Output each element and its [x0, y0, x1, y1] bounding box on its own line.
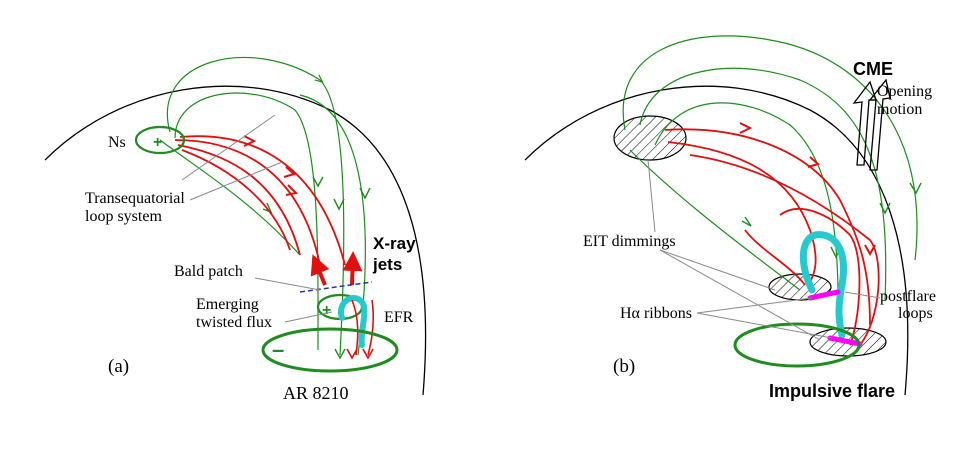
ar-label: AR 8210: [283, 383, 349, 403]
ns-label: Ns: [108, 134, 126, 151]
leader-lines-a: [181, 114, 333, 323]
emerging-label: Emerging: [196, 296, 259, 313]
ar-ellipse-b: [733, 322, 861, 368]
cme-label: CME: [853, 59, 893, 79]
solar-limb-a: [44, 85, 427, 396]
bald-patch-label: Bald patch: [174, 263, 243, 280]
solar-limb-b: [524, 85, 909, 396]
cme-arrows: [852, 78, 891, 171]
xray-jet-arrows: [310, 251, 363, 286]
efr-polarity: +: [322, 302, 331, 319]
loop-system-label: loop system: [85, 208, 162, 225]
panel-a-label: (a): [108, 356, 129, 377]
panel-a: + – + Ns Transequatorial loop system Bal…: [44, 56, 427, 403]
reconnected-loops-a: [174, 135, 346, 266]
efr-label: EFR: [384, 309, 414, 326]
twisted-flux-label: twisted flux: [196, 314, 272, 331]
ar-polarity: –: [272, 337, 284, 362]
opening-label: Opening: [877, 83, 932, 100]
ha-ribbons: [807, 289, 863, 347]
reconnected-loops-b: [664, 122, 880, 346]
xray-label: X-ray: [373, 234, 416, 253]
twisted-flux-a: [338, 295, 368, 348]
postflare-loops: [799, 231, 847, 339]
panel-b-label: (b): [613, 356, 635, 377]
postflare-label: postflare: [880, 288, 936, 305]
ar-ellipse: [261, 327, 399, 373]
motion-label: motion: [877, 101, 922, 118]
loops-label: loops: [898, 305, 933, 322]
ns-polarity: +: [153, 134, 162, 151]
eit-dimmings-label: EIT dimmings: [583, 233, 676, 250]
jets-label: jets: [372, 255, 402, 274]
panel-b: CME Opening motion EIT dimmings Hα ribbo…: [524, 35, 936, 401]
ha-ribbons-label: Hα ribbons: [620, 305, 692, 322]
leader-lines-b: [647, 159, 881, 341]
bald-patch-line: [299, 281, 373, 293]
ns-ellipse: [134, 125, 186, 155]
transequatorial-label: Transequatorial: [85, 190, 185, 207]
eit-dimming-north: [613, 115, 687, 161]
impulsive-flare-label: Impulsive flare: [769, 381, 895, 401]
